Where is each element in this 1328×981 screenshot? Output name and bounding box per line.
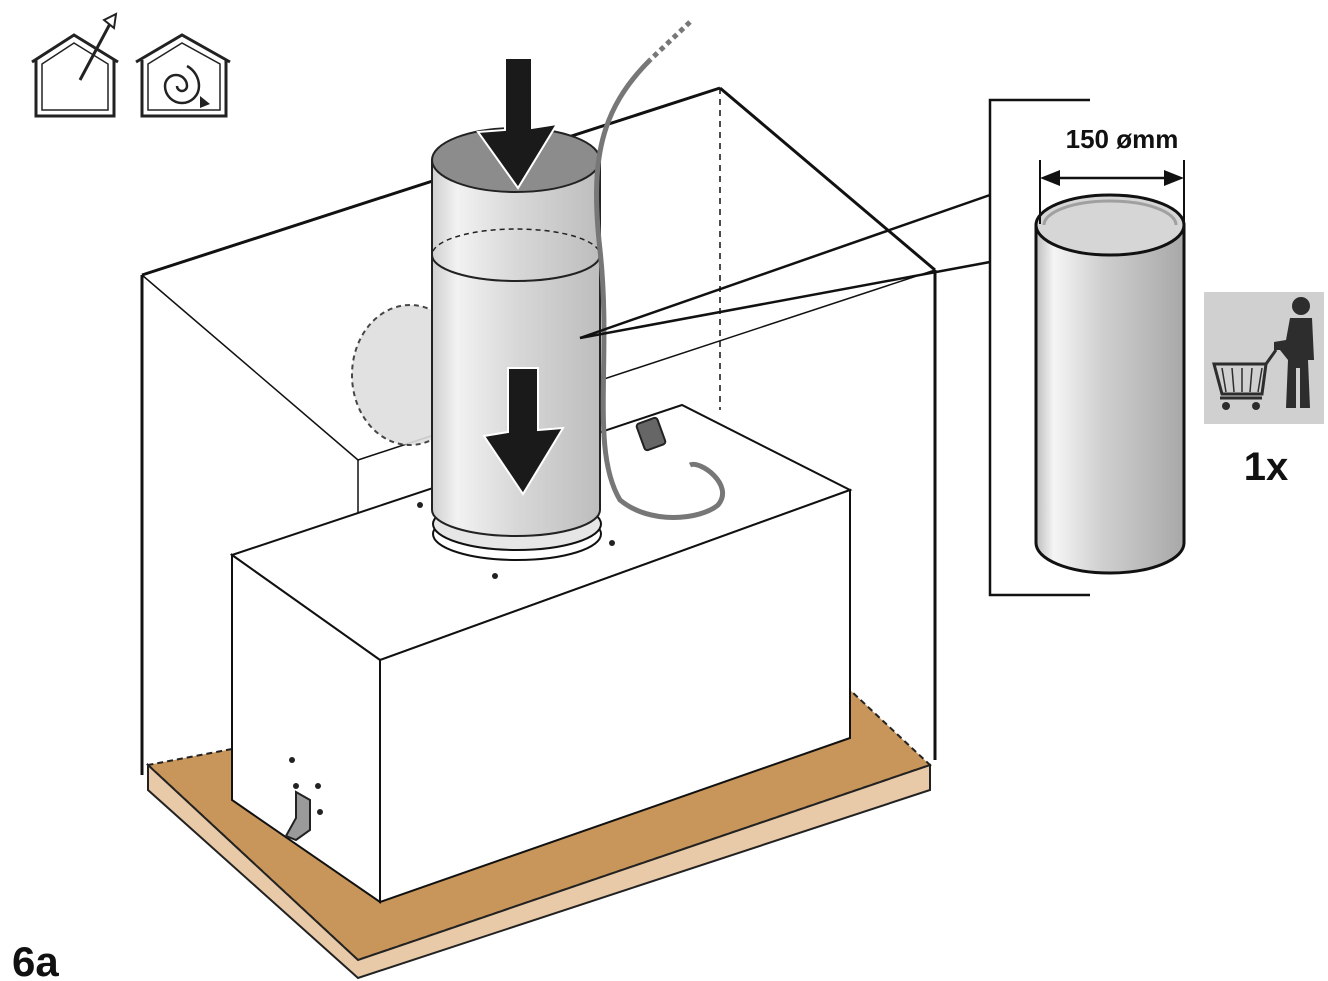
step-label: 6a [12,938,59,981]
ducted-mode-icon [31,12,119,118]
recirculation-mode-icon [135,33,231,118]
power-cable [594,20,725,520]
callout-leader [579,98,1090,597]
mounting-bracket [284,757,323,842]
diameter-label: 150 ømm [1066,124,1179,154]
diameter-dimension: 150 ømm [1039,124,1185,224]
quantity-label: 1x [1244,445,1289,489]
shopping-cart-person-icon [1204,292,1324,424]
insert-arrow-bottom [482,367,565,496]
duct-pipe-callout [1034,193,1186,575]
insert-arrow-top [476,57,559,190]
